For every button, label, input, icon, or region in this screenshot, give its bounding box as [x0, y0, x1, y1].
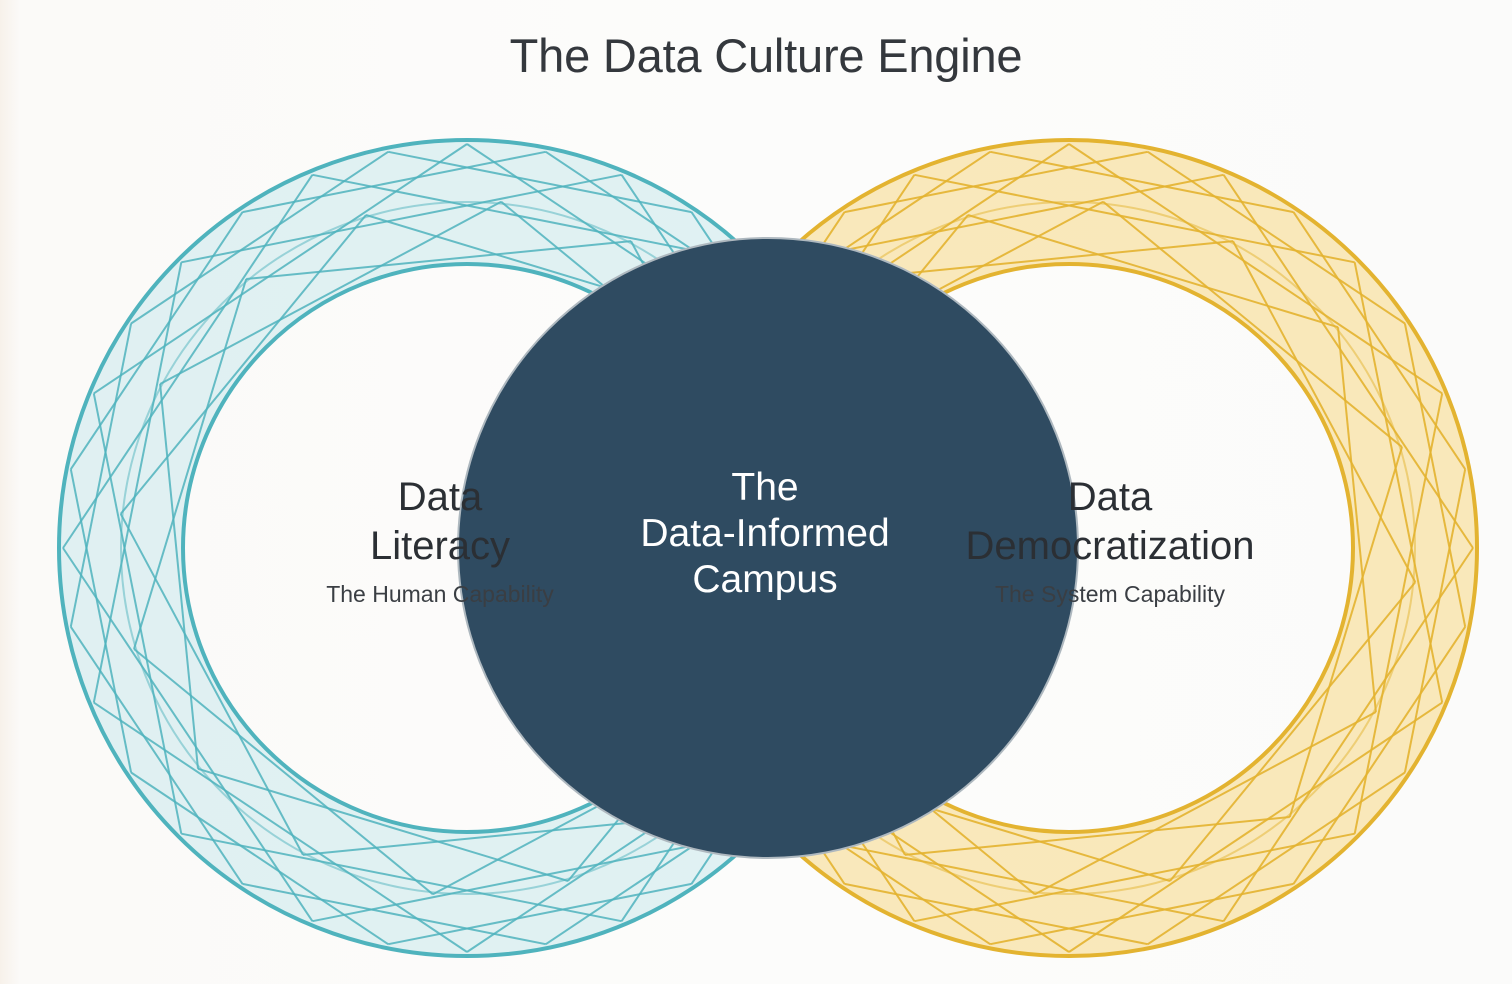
- right-ring-lattice-line: [1403, 469, 1467, 773]
- right-ring-lattice-line: [904, 816, 1290, 856]
- right-ring-lattice-line: [783, 173, 1224, 264]
- left-ring-lattice-line: [69, 626, 244, 885]
- intersection-title-line-3: Campus: [692, 558, 838, 601]
- left-ring-lattice-line: [242, 150, 546, 214]
- left-ring-lattice-line: [130, 771, 389, 946]
- left-ring-lattice-line: [92, 262, 183, 703]
- left-ring-lattice-line: [312, 173, 753, 264]
- left-ring-lattice-line: [312, 832, 753, 923]
- right-ring-lattice-line: [990, 150, 1294, 214]
- left-ring-lattice-line: [93, 143, 468, 395]
- right-ring-lattice-line: [1403, 323, 1467, 627]
- left-circle-title-line-1: Data: [397, 475, 483, 519]
- right-ring-lattice-line: [1292, 626, 1467, 885]
- left-ring-lattice-line: [93, 701, 468, 953]
- right-ring-lattice-line: [844, 882, 1148, 946]
- left-ring-lattice-line: [246, 240, 632, 280]
- right-ring-lattice-line: [844, 150, 1148, 214]
- right-ring-lattice-line: [1353, 393, 1444, 834]
- right-ring-lattice-line: [1288, 446, 1403, 818]
- diagram-title: The Data Culture Engine: [509, 29, 1023, 82]
- left-ring-lattice-line: [133, 648, 434, 896]
- right-ring-lattice-line: [1169, 581, 1417, 882]
- left-ring-lattice-line: [181, 173, 622, 264]
- left-ring-lattice-line: [130, 150, 389, 325]
- left-ring-lattice-line: [133, 278, 248, 650]
- intersection-label: The Data-Informed Campus: [620, 465, 910, 603]
- right-ring-lattice-line: [1292, 211, 1467, 470]
- right-ring-lattice-line: [1102, 200, 1403, 448]
- right-circle-title-line-2: Democratization: [965, 524, 1255, 568]
- left-ring-lattice-line: [62, 174, 314, 549]
- right-ring-lattice-line: [914, 832, 1355, 923]
- right-ring-lattice-line: [783, 832, 1224, 923]
- right-circle-title-line-1: Data: [1067, 475, 1153, 519]
- left-ring-lattice-line: [242, 882, 546, 946]
- left-ring-lattice-line: [388, 150, 692, 214]
- right-ring-lattice-line: [1034, 711, 1377, 896]
- left-ring-lattice-line: [69, 211, 244, 470]
- left-ring-lattice-line: [62, 547, 314, 922]
- right-ring-lattice-line: [990, 882, 1294, 946]
- left-circle-title-line-2: Literacy: [369, 524, 511, 568]
- right-ring-lattice-line: [1337, 327, 1377, 713]
- intersection-lens: [457, 236, 1079, 860]
- right-ring-lattice-line: [967, 214, 1339, 329]
- intersection-title-line-1: The: [731, 466, 799, 509]
- right-ring-lattice-line: [1222, 547, 1474, 922]
- right-ring-lattice-line: [1232, 240, 1417, 583]
- left-ring-lattice-line: [159, 383, 199, 769]
- right-ring-lattice-line: [1353, 262, 1444, 703]
- left-ring-lattice-line: [69, 323, 133, 627]
- right-ring-lattice-line: [914, 173, 1355, 264]
- left-ring-lattice-line: [92, 393, 183, 834]
- left-ring-lattice-line: [119, 214, 367, 515]
- right-ring-lattice-line: [1147, 771, 1406, 946]
- left-ring-lattice-line: [197, 767, 569, 882]
- right-circle-subtitle: The System Capability: [994, 581, 1226, 607]
- left-ring-lattice-line: [388, 882, 692, 946]
- right-circle-label: Data Democratization The System Capabili…: [940, 473, 1280, 609]
- right-ring-lattice-line: [1068, 143, 1443, 395]
- right-ring-lattice-line: [1222, 174, 1474, 549]
- right-ring-lattice-line: [1147, 150, 1406, 325]
- left-ring-lattice-line: [69, 469, 133, 773]
- left-ring-lattice-line: [119, 513, 304, 856]
- left-circle-subtitle: The Human Capability: [326, 581, 554, 607]
- intersection-title-line-2: Data-Informed: [640, 512, 890, 555]
- left-ring-lattice-line: [181, 832, 622, 923]
- left-ring-lattice-line: [159, 200, 502, 385]
- right-ring-lattice-line: [1068, 701, 1443, 953]
- left-circle-label: Data Literacy The Human Capability: [290, 473, 590, 609]
